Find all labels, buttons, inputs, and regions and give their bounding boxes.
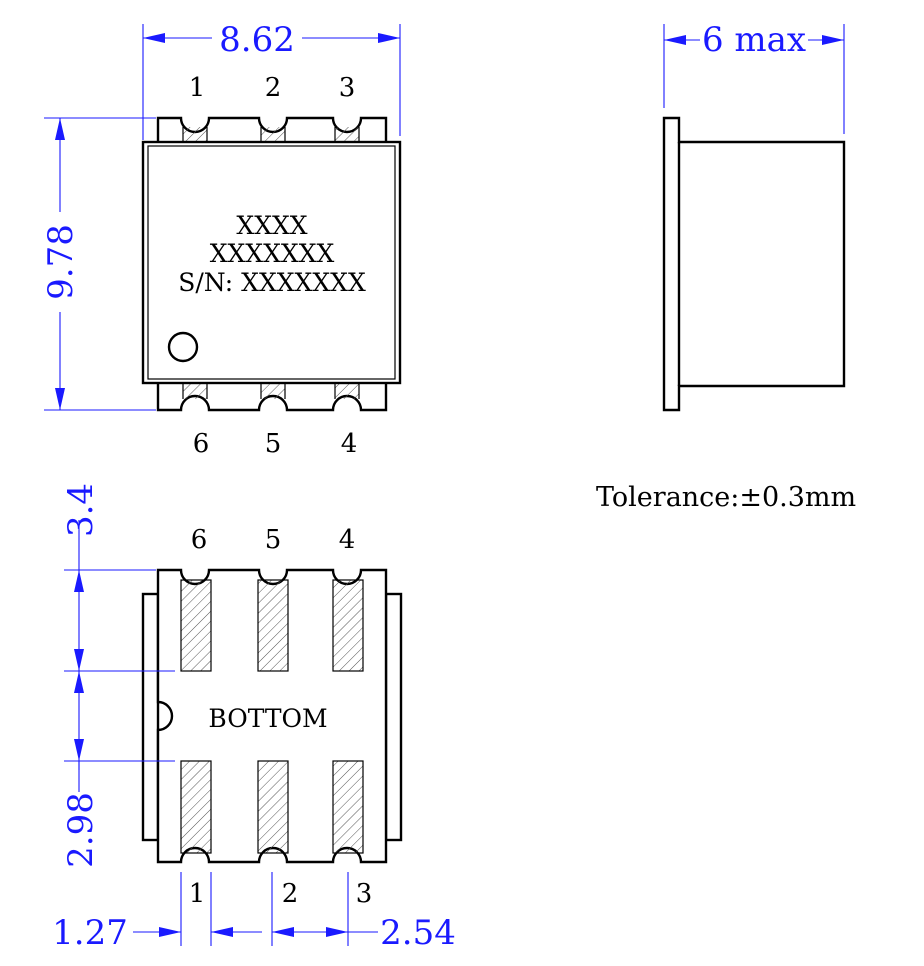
bottom-pad-2 xyxy=(257,760,289,854)
dimension-bottom-vertical: 3.4 2.98 xyxy=(61,483,175,868)
svg-text:9.78: 9.78 xyxy=(41,224,81,300)
marking-line-3: S/N: XXXXXXX xyxy=(178,268,366,297)
pin-1-pad xyxy=(183,127,207,142)
pin-3-pad xyxy=(335,127,359,142)
dimension-label: 2.98 xyxy=(61,792,101,868)
dimension-bottom-horizontal: 1.27 2.54 xyxy=(52,872,456,953)
dimension-top-height: 9.78 xyxy=(41,117,156,411)
side-view-outline xyxy=(662,116,846,412)
dimension-label: 2.54 xyxy=(380,913,456,953)
pin-label: 1 xyxy=(189,879,206,909)
top-view: XXXX XXXXXXX S/N: XXXXXXX 1 2 3 6 5 4 8.… xyxy=(41,20,402,459)
pin-label: 2 xyxy=(282,879,299,909)
svg-text:6 max: 6 max xyxy=(702,20,806,60)
pin-label: 4 xyxy=(341,429,358,459)
top-view-body xyxy=(141,140,402,385)
pin-label: 3 xyxy=(356,879,373,909)
pin-label: 1 xyxy=(189,73,206,103)
bottom-pad-4 xyxy=(332,579,364,672)
marking-line-1: XXXX xyxy=(236,211,307,240)
pin-label: 5 xyxy=(265,525,282,555)
bottom-label: BOTTOM xyxy=(208,704,327,733)
pin-6-pad xyxy=(183,383,207,399)
pin-5-pad xyxy=(261,383,285,399)
bottom-view-flange-right xyxy=(384,592,403,842)
pin-label: 4 xyxy=(339,525,356,555)
bottom-pad-5 xyxy=(257,579,289,672)
bottom-view-flange-left xyxy=(141,592,160,842)
bottom-view: BOTTOM 6 5 4 1 2 3 3.4 2.98 xyxy=(52,483,456,953)
pin-label: 6 xyxy=(191,525,208,555)
bottom-pad-6 xyxy=(180,579,212,672)
pin-2-pad xyxy=(261,127,285,142)
dimension-label: 3.4 xyxy=(61,483,101,537)
pin-label: 2 xyxy=(265,73,282,103)
bottom-pad-3 xyxy=(332,760,364,854)
pin1-indicator-dot xyxy=(167,331,199,363)
tolerance-note: Tolerance:±0.3mm xyxy=(596,482,856,513)
marking-line-2: XXXXXXX xyxy=(210,239,335,268)
side-view: 6 max xyxy=(662,20,846,412)
bottom-pad-1 xyxy=(180,760,212,854)
svg-text:8.62: 8.62 xyxy=(219,20,295,60)
dimension-top-width: 8.62 xyxy=(142,20,401,140)
pin-4-pad xyxy=(335,383,359,399)
dimension-label: 1.27 xyxy=(52,913,128,953)
pin-label: 3 xyxy=(339,73,356,103)
pin-label: 5 xyxy=(265,429,282,459)
pin-label: 6 xyxy=(193,429,210,459)
dimension-side-height: 6 max xyxy=(663,20,845,134)
